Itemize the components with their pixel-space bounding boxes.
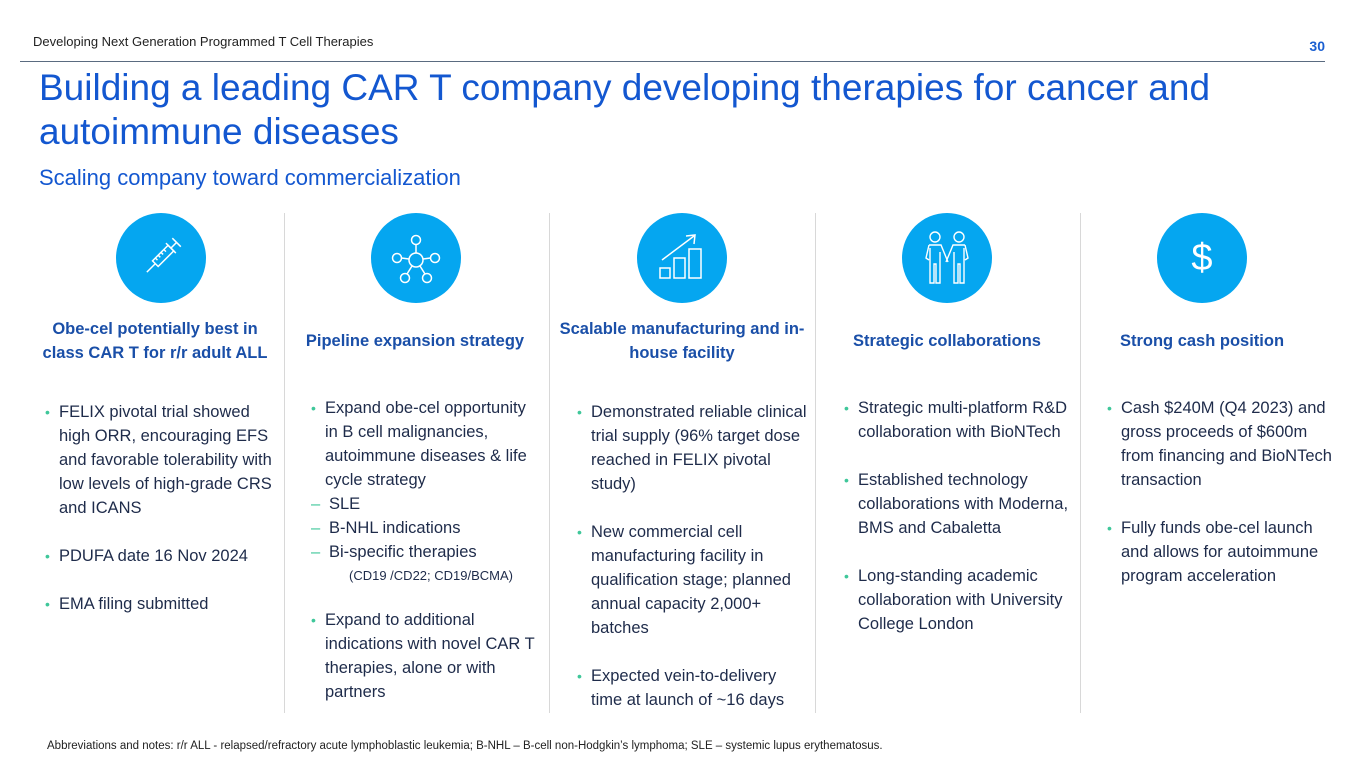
- column-obe-cel: Obe-cel potentially best in class CAR T …: [20, 213, 285, 713]
- bullet: Expected vein-to-delivery time at launch…: [577, 664, 807, 712]
- footnote: Abbreviations and notes: r/r ALL - relap…: [47, 740, 883, 752]
- column-heading: Pipeline expansion strategy: [305, 332, 525, 350]
- page-title: Building a leading CAR T company develop…: [39, 67, 1211, 152]
- bullet: New commercial cell manufacturing facili…: [577, 520, 807, 640]
- bullet: EMA filing submitted: [45, 592, 275, 616]
- sub-bullet: Bi-specific therapies: [311, 540, 541, 564]
- dollar-icon: $: [1157, 213, 1247, 303]
- page-number: 30: [1309, 38, 1325, 54]
- bullet: Strategic multi-platform R&D collaborati…: [844, 396, 1074, 444]
- bullet: Demonstrated reliable clinical trial sup…: [577, 400, 807, 496]
- column-heading: Strong cash position: [1119, 332, 1285, 350]
- column-collaborations: Strategic collaborations Strategic multi…: [815, 213, 1080, 713]
- column-heading: Strategic collaborations: [853, 332, 1041, 350]
- syringe-icon: [116, 213, 206, 303]
- column-manufacturing: Scalable manufacturing and in-house faci…: [549, 213, 814, 713]
- header-divider: [20, 61, 1325, 62]
- column-pipeline: Pipeline expansion strategy Expand obe-c…: [284, 213, 549, 713]
- bullet: FELIX pivotal trial showed high ORR, enc…: [45, 400, 275, 520]
- growth-chart-icon: [637, 213, 727, 303]
- network-icon: [371, 213, 461, 303]
- sub-bullet: B-NHL indications: [311, 516, 541, 540]
- bullet: Expand obe-cel opportunity in B cell mal…: [311, 396, 541, 492]
- bullet: Expand to additional indications with no…: [311, 608, 541, 704]
- bullet: Established technology collaborations wi…: [844, 468, 1074, 540]
- column-heading: Scalable manufacturing and in-house faci…: [559, 320, 805, 362]
- column-heading: Obe-cel potentially best in class CAR T …: [42, 320, 268, 362]
- sub-bullet: SLE: [311, 492, 541, 516]
- page-subtitle: Scaling company toward commercialization: [39, 165, 461, 190]
- bullet: Cash $240M (Q4 2023) and gross proceeds …: [1107, 396, 1337, 492]
- column-cash: $ Strong cash position Cash $240M (Q4 20…: [1080, 213, 1345, 713]
- bullet: Long-standing academic collaboration wit…: [844, 564, 1074, 636]
- handshake-icon: [902, 213, 992, 303]
- bullet: Fully funds obe-cel launch and allows fo…: [1107, 516, 1337, 588]
- bullet: PDUFA date 16 Nov 2024: [45, 544, 275, 568]
- deck-title: Developing Next Generation Programmed T …: [33, 34, 374, 49]
- sub-note: (CD19 /CD22; CD19/BCMA): [349, 568, 513, 583]
